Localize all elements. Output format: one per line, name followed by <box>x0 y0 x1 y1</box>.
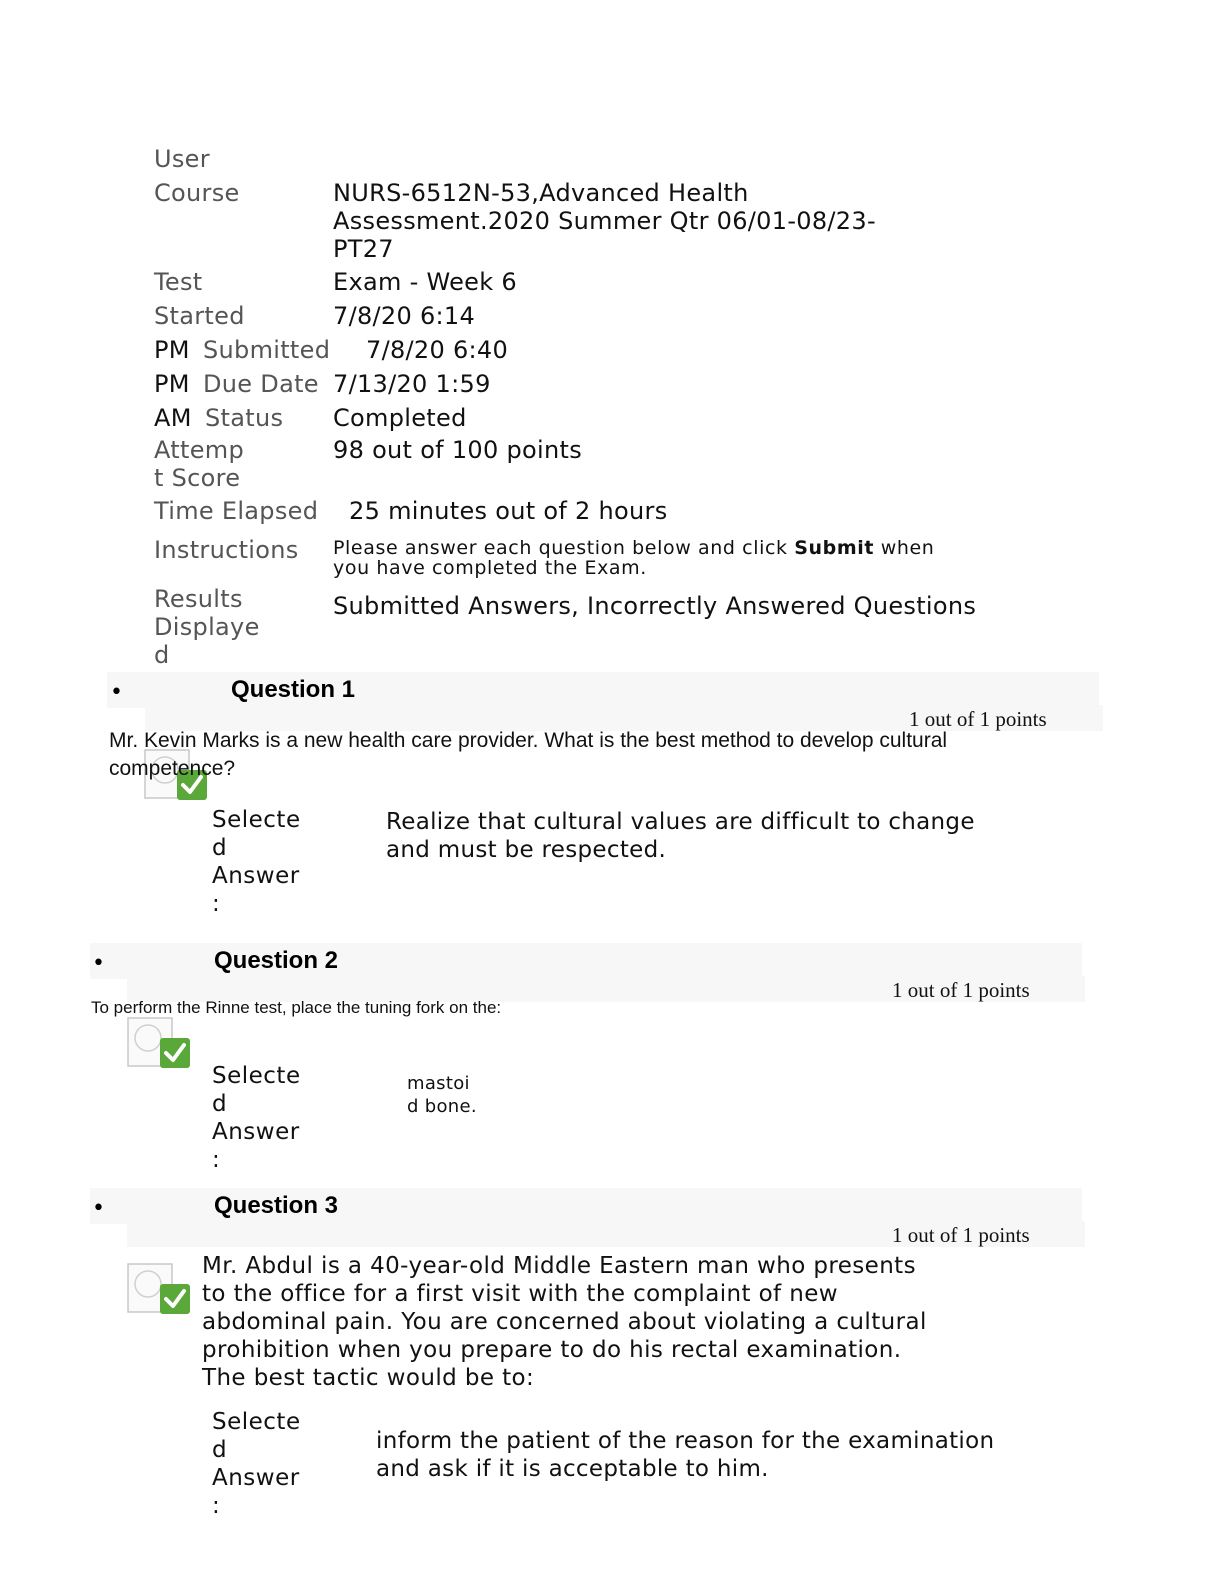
question-3-text-line: Mr. Abdul is a 40-year-old Middle Easter… <box>202 1253 916 1279</box>
status-value: Completed <box>333 404 467 432</box>
question-2-bullet: • <box>92 951 105 976</box>
submitted-pm: PM <box>154 370 190 398</box>
selected-label-part: : <box>212 1147 221 1173</box>
course-value-line2: Assessment.2020 Summer Qtr 06/01-08/23- <box>333 207 876 235</box>
due-am: AM <box>154 404 192 432</box>
selected-label-part: : <box>212 891 221 917</box>
correct-check-icon <box>126 1262 192 1318</box>
time-elapsed-value: 25 minutes out of 2 hours <box>349 497 668 525</box>
started-value: 7/8/20 6:14 <box>333 302 476 330</box>
test-value: Exam - Week 6 <box>333 268 517 296</box>
submitted-value: 7/8/20 6:40 <box>366 336 509 364</box>
question-2-selected-answer-label: Selecte d Answer : <box>212 1062 322 1174</box>
instructions-submit-word: Submit <box>794 537 875 559</box>
question-2-title: Question 2 <box>214 947 339 974</box>
question-1-points-bar <box>145 705 1103 731</box>
question-3-selected-answer-label: Selecte d Answer : <box>212 1408 322 1520</box>
question-3-text-line: abdominal pain. You are concerned about … <box>202 1309 927 1335</box>
attempt-score-label-1: Attemp <box>154 436 244 464</box>
selected-label-part: d <box>212 1091 228 1117</box>
results-displayed-label-1: Results <box>154 585 243 613</box>
question-3-points: 1 out of 1 points <box>892 1223 1030 1247</box>
question-3-text-line: to the office for a first visit with the… <box>202 1281 839 1307</box>
correct-check-icon <box>143 748 209 804</box>
submitted-label: Submitted <box>203 336 331 364</box>
question-3-answer-line1: inform the patient of the reason for the… <box>376 1428 995 1454</box>
instructions-post: when <box>874 537 935 559</box>
test-label: Test <box>154 268 203 296</box>
question-2-answer-line1: mastoi <box>407 1073 470 1094</box>
selected-label-part: : <box>212 1493 221 1519</box>
question-2-header-bar <box>90 943 1082 979</box>
attempt-score-label-2: t Score <box>154 464 241 492</box>
selected-label-part: Selecte <box>212 807 301 833</box>
course-value-line1: NURS-6512N-53,Advanced Health <box>333 179 749 207</box>
question-3-header-bar <box>90 1188 1082 1224</box>
selected-label-part: Answer <box>212 1119 300 1145</box>
question-3-text-line: prohibition when you prepare to do his r… <box>202 1337 902 1363</box>
selected-label-part: d <box>212 1437 228 1463</box>
correct-check-icon <box>126 1016 192 1072</box>
due-date-value: 7/13/20 1:59 <box>333 370 491 398</box>
selected-label-part: Answer <box>212 1465 300 1491</box>
due-date-label: Due Date <box>203 370 319 398</box>
question-1-title: Question 1 <box>231 676 356 703</box>
status-label: Status <box>205 404 284 432</box>
question-2-points-bar <box>127 976 1085 1002</box>
time-elapsed-label: Time Elapsed <box>154 497 319 525</box>
question-1-points: 1 out of 1 points <box>909 707 1047 731</box>
question-2-text: To perform the Rinne test, place the tun… <box>91 998 502 1017</box>
question-1-answer-line1: Realize that cultural values are difficu… <box>386 809 975 835</box>
results-displayed-label-3: d <box>154 641 170 669</box>
selected-label-part: d <box>212 835 228 861</box>
question-1-header-bar <box>107 672 1099 708</box>
question-2-answer-line2: d bone. <box>407 1096 477 1117</box>
question-3-answer-line2: and ask if it is acceptable to him. <box>376 1456 769 1482</box>
question-1-answer-line2: and must be respected. <box>386 837 667 863</box>
course-value-line3: PT27 <box>333 235 394 263</box>
question-2-points: 1 out of 1 points <box>892 978 1030 1002</box>
instructions-line2: you have completed the Exam. <box>333 557 647 579</box>
question-1-text-line1: Mr. Kevin Marks is a new health care pro… <box>109 729 948 752</box>
results-displayed-value: Submitted Answers, Incorrectly Answered … <box>333 592 977 620</box>
instructions-text: Please answer each question below and cl… <box>333 538 934 578</box>
selected-label-part: Answer <box>212 863 300 889</box>
selected-label-part: Selecte <box>212 1063 301 1089</box>
question-1-selected-answer-label: Selecte d Answer : <box>212 806 322 918</box>
question-3-bullet: • <box>92 1196 105 1221</box>
started-pm: PM <box>154 336 190 364</box>
selected-label-part: Selecte <box>212 1409 301 1435</box>
results-displayed-label-2: Displaye <box>154 613 260 641</box>
question-3-text-line: The best tactic would be to: <box>202 1365 535 1391</box>
question-3-title: Question 3 <box>214 1192 339 1219</box>
question-3-points-bar <box>127 1221 1085 1247</box>
question-3-text: Mr. Abdul is a 40-year-old Middle Easter… <box>202 1252 927 1392</box>
user-label: User <box>154 145 210 173</box>
course-label: Course <box>154 179 240 207</box>
question-1-bullet: • <box>110 680 123 705</box>
instructions-label: Instructions <box>154 536 299 564</box>
instructions-pre: Please answer each question below and cl… <box>333 537 795 559</box>
attempt-score-value: 98 out of 100 points <box>333 436 583 464</box>
started-label: Started <box>154 302 245 330</box>
question-1-text-line2: competence? <box>109 757 236 780</box>
